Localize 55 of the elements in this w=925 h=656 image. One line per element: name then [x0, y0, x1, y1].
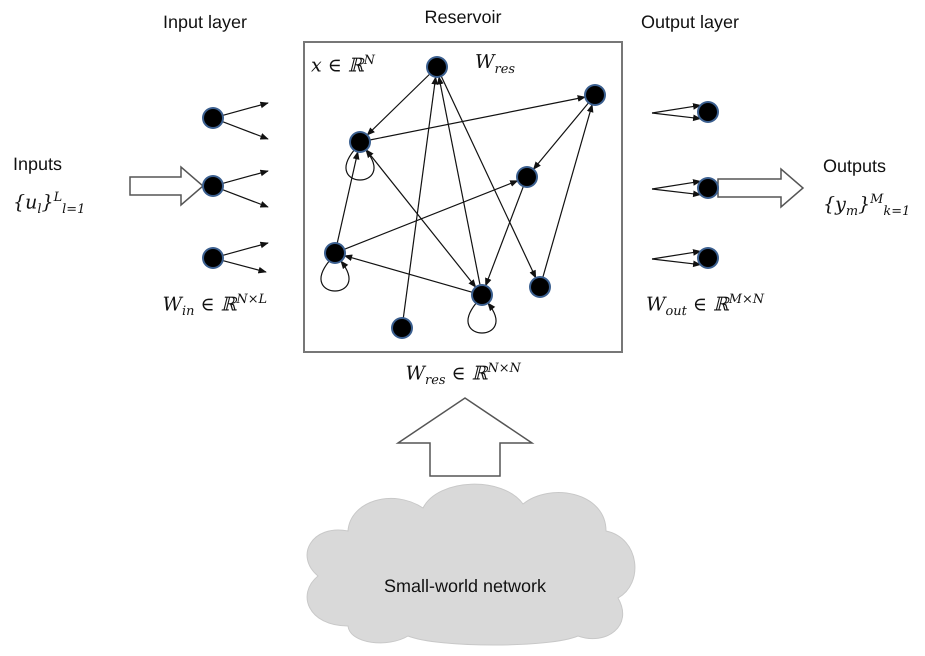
arrow [344, 180, 518, 250]
neuron-node [351, 133, 369, 151]
arrow [485, 186, 524, 286]
self-loop-arrow [320, 260, 350, 292]
neuron-node [473, 286, 491, 304]
arrow [652, 258, 702, 268]
arrow [532, 102, 590, 170]
neuron-node [204, 109, 222, 127]
arrow [440, 76, 536, 279]
arrow [652, 112, 702, 122]
block-arrow [717, 167, 804, 209]
arrow [336, 150, 360, 244]
neuron-node [699, 179, 717, 197]
weight-formula: W$_{res}$ ∈ ℝ$^{N×N}$ [406, 361, 521, 388]
arrow [370, 95, 586, 141]
arrow [222, 170, 269, 184]
neuron-node [531, 278, 549, 296]
reservoir-heading: Reservoir [424, 7, 502, 28]
arrow [437, 76, 481, 286]
neuron-node [204, 249, 222, 267]
layer-label: Input layer [163, 12, 248, 33]
neuron-node [393, 319, 411, 337]
arrow [652, 249, 702, 260]
arrow [222, 242, 269, 256]
arrow [222, 260, 267, 274]
output-label: Outputs [823, 156, 886, 177]
self-loop-arrow [346, 149, 374, 181]
arrow [222, 189, 269, 208]
neuron-node [518, 168, 536, 186]
layer-label: Output layer [641, 12, 740, 33]
arrow [222, 102, 269, 116]
weight-label: W$_{res}$ [475, 51, 515, 77]
arrow [222, 121, 269, 140]
arrow [542, 104, 594, 278]
arrow [652, 179, 702, 190]
arrow [344, 254, 473, 293]
neuron-node [699, 249, 717, 267]
cloud-label: Small-world network [384, 576, 546, 597]
block-arrow [396, 397, 534, 477]
arrow [652, 103, 702, 114]
weight-formula: W$_{out}$ ∈ ℝ$^{M×N}$ [646, 292, 764, 320]
neuron-node [699, 103, 717, 121]
arrow [402, 76, 438, 318]
block-arrow [129, 165, 204, 207]
arrow [366, 149, 476, 288]
weight-formula: W$_{in}$ ∈ ℝ$^{N×L}$ [162, 292, 268, 320]
state-formula: x ∈ ℝ$^{N}$ [311, 53, 375, 76]
arrow [366, 74, 430, 136]
input-label: Inputs [13, 154, 62, 175]
neuron-node [326, 244, 344, 262]
self-loop-arrow [468, 302, 496, 334]
arrow [652, 188, 702, 198]
neuron-node [428, 58, 446, 76]
neuron-node [204, 177, 222, 195]
neuron-node [586, 86, 604, 104]
